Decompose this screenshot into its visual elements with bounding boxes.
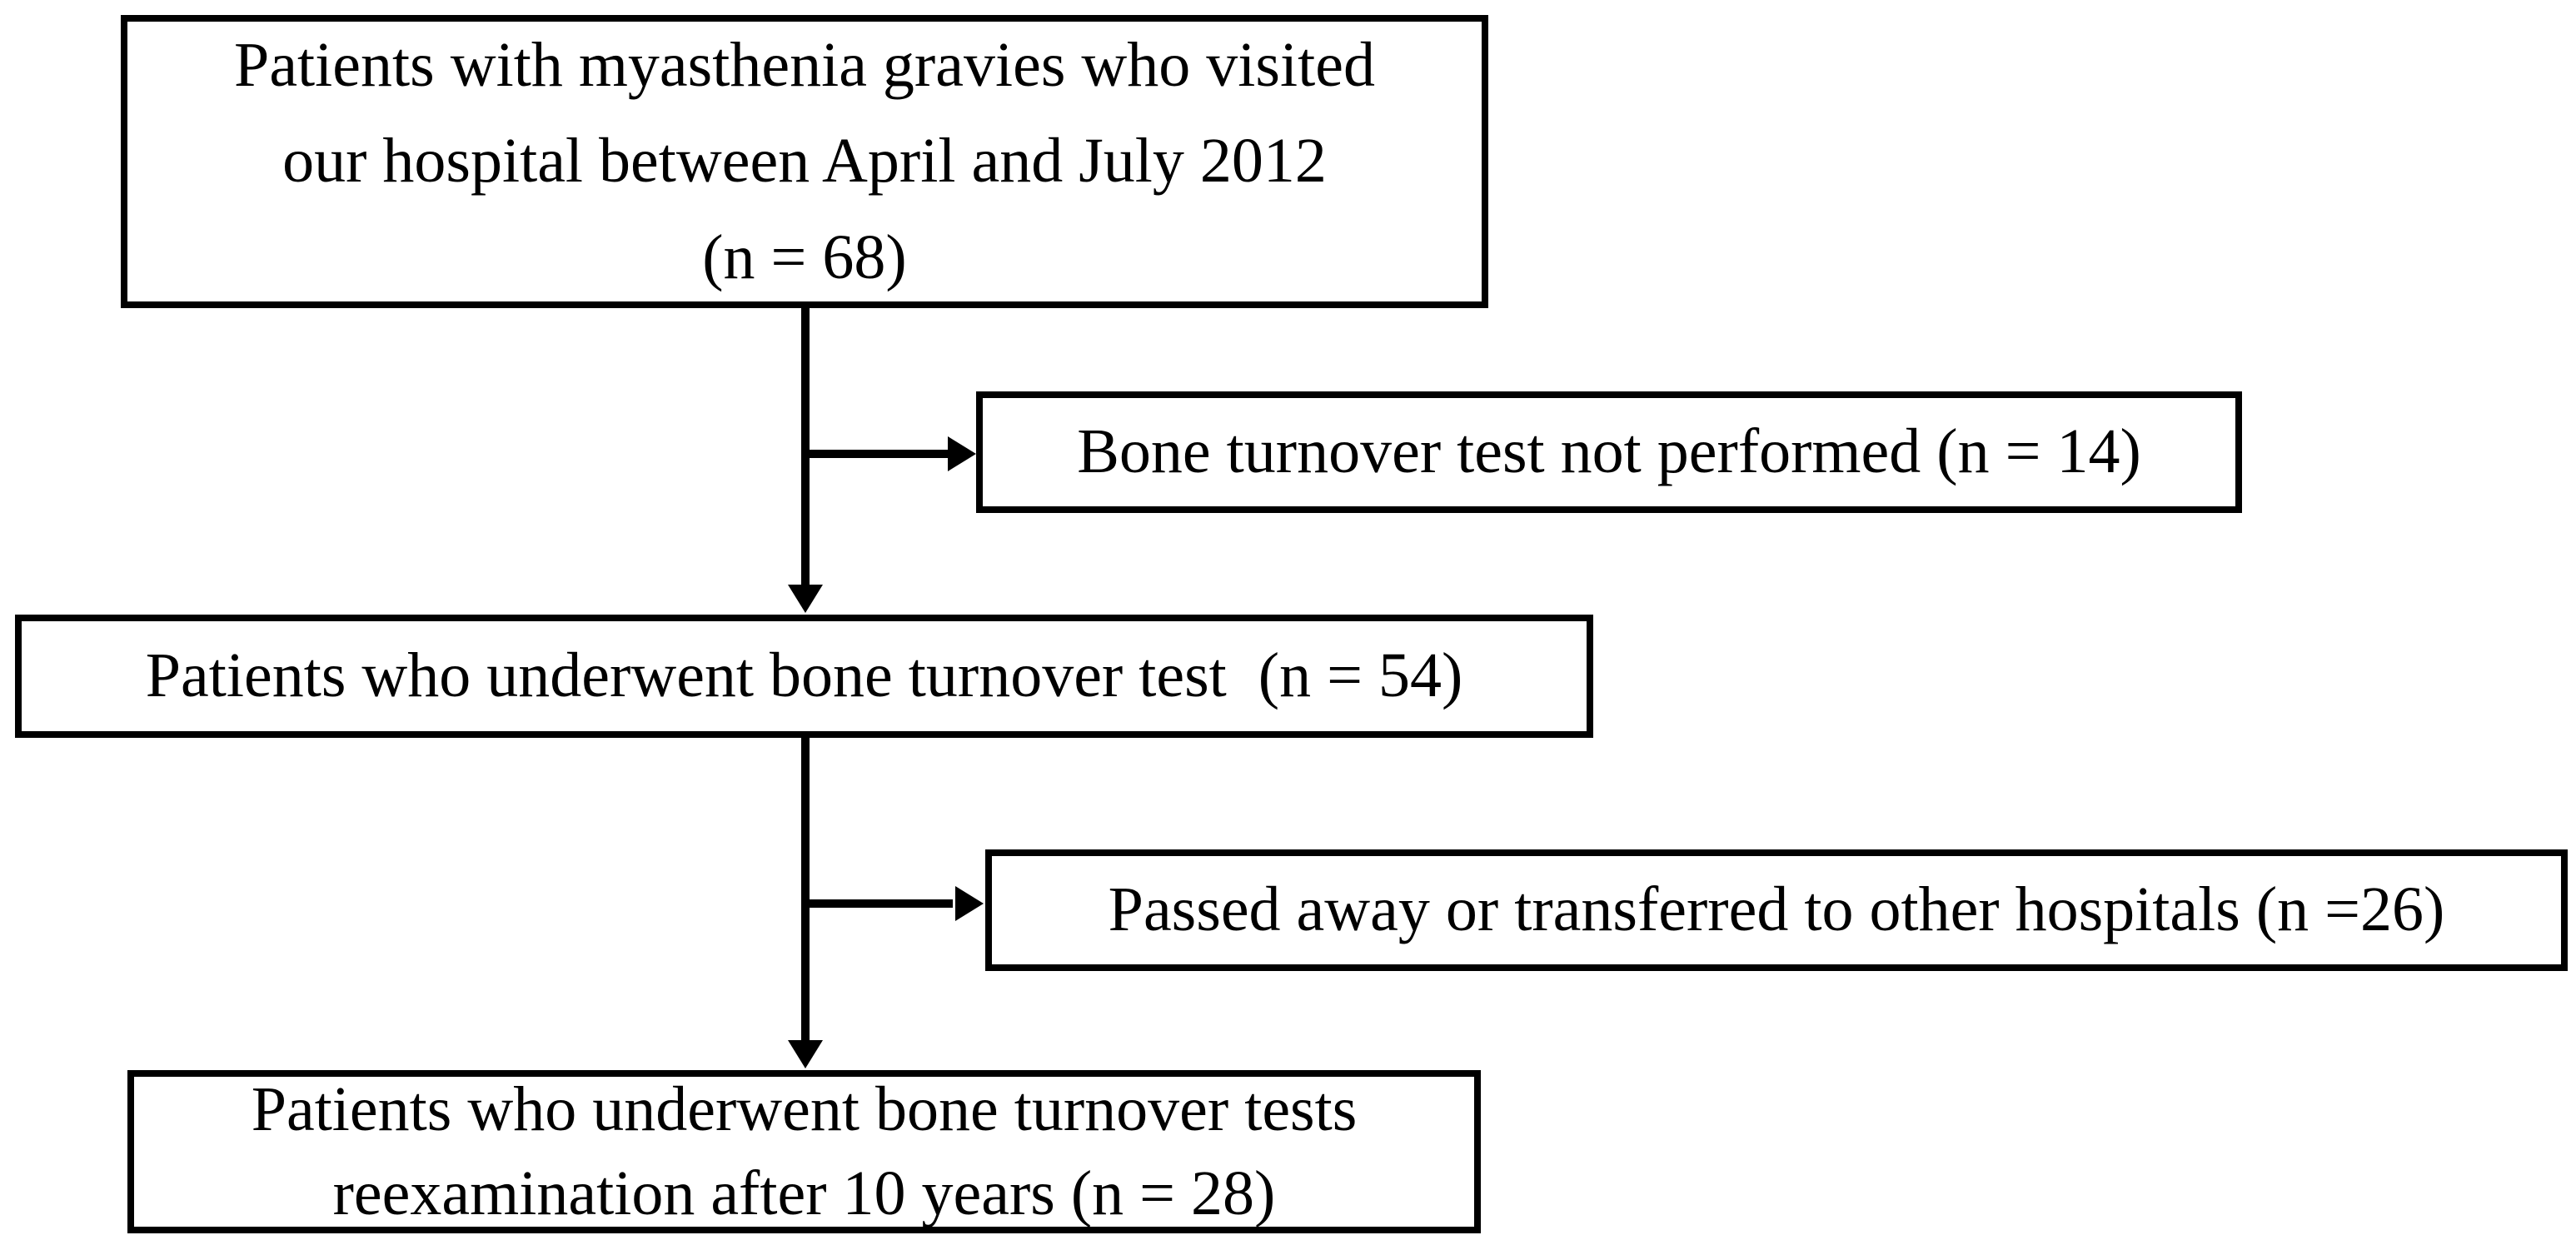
arrowhead-down-icon [788, 1040, 823, 1068]
connector-initial-to-underwent [801, 306, 810, 588]
node-underwent-bone-turnover-test: Patients who underwent bone turnover tes… [15, 615, 1593, 738]
arrowhead-right-icon [955, 886, 984, 921]
node-excluded-test-not-performed: Bone turnover test not performed (n = 14… [976, 391, 2242, 513]
node-reexamined-after-10-years: Patients who underwent bone turnover tes… [127, 1070, 1481, 1233]
arrowhead-down-icon [788, 585, 823, 613]
arrowhead-right-icon [948, 436, 976, 471]
node-initial-patients: Patients with myasthenia gravies who vis… [121, 15, 1488, 308]
connector-branch-to-excluded-2 [810, 899, 953, 908]
node-excluded-passed-away-or-transferred: Passed away or transferred to other hosp… [985, 849, 2568, 971]
connector-branch-to-excluded-1 [801, 450, 951, 458]
connector-underwent-to-reexamined [801, 736, 810, 1043]
